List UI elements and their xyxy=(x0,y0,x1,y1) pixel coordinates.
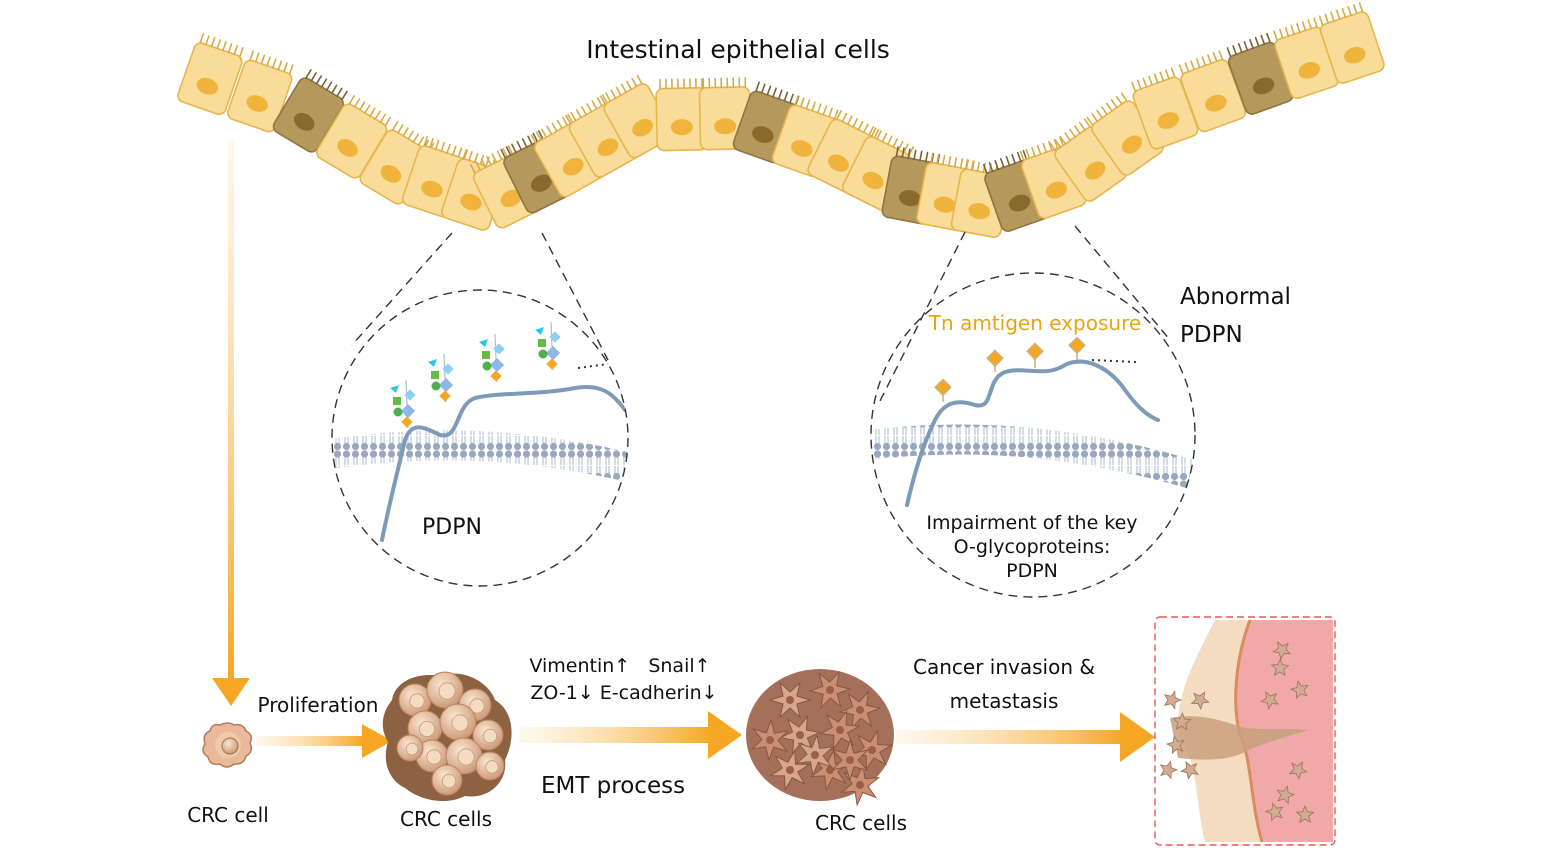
invasion-label-line-2: metastasis xyxy=(950,689,1059,713)
crc-cell-label-1: CRC cell xyxy=(187,803,269,827)
tn-antigen-glycans xyxy=(934,336,1086,402)
invading-cells xyxy=(1159,641,1315,824)
mesenchymal-crc-cells xyxy=(746,669,894,807)
pdpn-chain-normal xyxy=(380,385,627,542)
proliferation-arrow xyxy=(255,724,392,758)
proliferation-label: Proliferation xyxy=(258,693,379,717)
abnormal-pdpn-label: PDPN xyxy=(1180,322,1243,348)
pdpn-chain-abnormal xyxy=(905,359,1160,507)
glycan-chain xyxy=(428,353,454,403)
emt-arrow xyxy=(520,711,742,759)
cell-membrane-right xyxy=(871,424,1195,492)
crc-cell-cluster xyxy=(382,671,512,802)
emt-markers-line-2: ZO-1↓ E-cadherin↓ xyxy=(530,682,717,704)
glycan-chain xyxy=(390,379,416,429)
chain-continuation-dots xyxy=(577,363,609,369)
glycan-chain xyxy=(535,321,561,371)
intestinal-epithelium xyxy=(177,2,1385,238)
glycan-chains xyxy=(390,321,561,429)
emt-process-label: EMT process xyxy=(541,773,685,799)
progression-arrow-down xyxy=(212,140,250,706)
epithelial-cell xyxy=(227,50,294,133)
caption-line-2: O-glycoproteins: xyxy=(954,536,1111,558)
epithelial-cell xyxy=(1131,67,1199,150)
tissue-invasion-panel xyxy=(1154,616,1336,846)
chain-continuation-dots xyxy=(1091,359,1137,363)
crc-cells-label-3: CRC cells xyxy=(815,811,907,835)
caption-line-3: PDPN xyxy=(1006,560,1058,582)
epithelial-cell xyxy=(1318,2,1385,84)
crc-cells-label-2: CRC cells xyxy=(400,807,492,831)
zoom-lines xyxy=(351,225,1171,406)
pdpn-label-normal: PDPN xyxy=(422,515,482,540)
cell-membrane-left xyxy=(332,430,628,485)
epithelial-cell xyxy=(655,77,708,152)
goblet-cell xyxy=(272,69,348,153)
epithelial-cell xyxy=(177,33,244,116)
caption-line-1: Impairment of the key xyxy=(926,512,1137,534)
glycan-chain xyxy=(479,333,505,383)
tumor-invasion-front xyxy=(1170,716,1308,760)
abnormal-pdpn-inset: Tn amtigen exposure Impairment of the ke… xyxy=(870,272,1291,598)
epithelial-cell xyxy=(1049,118,1127,202)
epithelial-cell xyxy=(1273,17,1340,100)
normal-pdpn-inset: PDPN xyxy=(331,289,629,587)
invasion-arrow xyxy=(895,712,1155,762)
epithelial-cell xyxy=(316,95,392,179)
diagram-title: Intestinal epithelial cells xyxy=(586,35,890,64)
single-crc-cell xyxy=(202,722,253,768)
invasion-label-line-1: Cancer invasion & xyxy=(913,655,1095,679)
emt-markers-line-1: Vimentin↑ Snail↑ xyxy=(529,655,710,677)
abnormal-label: Abnormal xyxy=(1180,284,1291,310)
tn-antigen-label: Tn amtigen exposure xyxy=(928,311,1141,335)
